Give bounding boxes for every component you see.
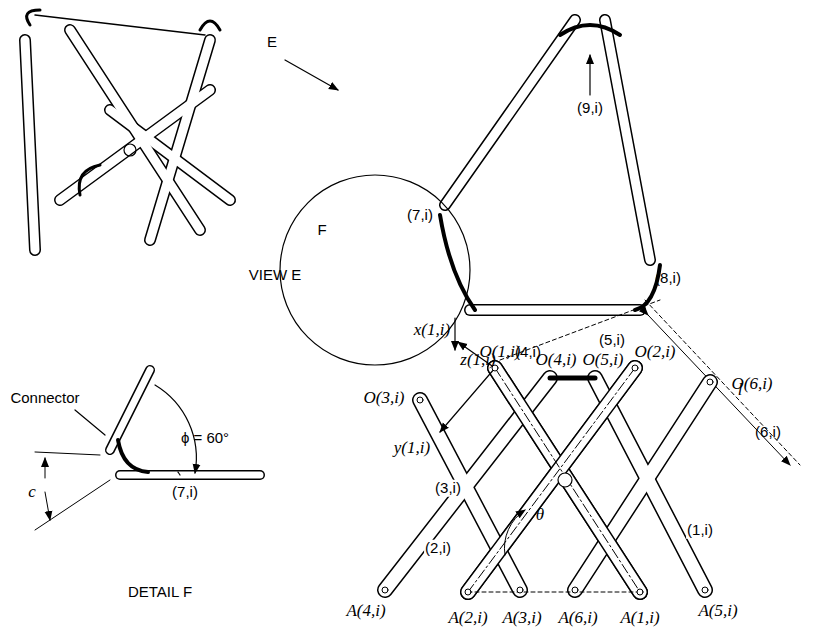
- part-label: O(4,i): [535, 351, 576, 370]
- part-label: F: [317, 222, 326, 239]
- part-label: O(6,i): [731, 375, 772, 394]
- part-label: (1,i): [686, 522, 714, 539]
- part-label: E: [267, 34, 277, 51]
- view-title: DETAIL F: [128, 584, 192, 601]
- part-label: (7,i): [407, 207, 433, 224]
- part-label: A(5,i): [698, 602, 737, 621]
- part-label: (7,i): [172, 484, 198, 501]
- part-label: O(2,i): [634, 343, 675, 362]
- part-label: l: [738, 381, 743, 400]
- part-label: c: [28, 483, 36, 502]
- part-label: (9,i): [577, 100, 603, 117]
- part-label: (2,i): [424, 540, 452, 557]
- part-label: A(4,i): [346, 602, 385, 621]
- part-label: x(1,i): [414, 321, 450, 340]
- part-label: (5,i): [599, 332, 625, 349]
- part-label: A(2,i): [448, 609, 487, 628]
- part-label: A(1,i): [620, 609, 659, 628]
- part-label: ϕ = 60°: [181, 430, 229, 447]
- part-label: (8,i): [655, 270, 681, 287]
- view-title: VIEW E: [249, 267, 302, 284]
- part-label: θ: [536, 506, 544, 525]
- part-label: O(1,i): [479, 343, 520, 362]
- part-label: A(6,i): [558, 609, 597, 628]
- part-label: Connector: [10, 390, 79, 407]
- part-label: y(1,i): [394, 439, 430, 458]
- part-label: (6,i): [755, 424, 781, 441]
- part-label: O(5,i): [582, 351, 623, 370]
- part-label: (3,i): [434, 480, 462, 497]
- part-label: A(3,i): [502, 609, 541, 628]
- part-label: O(3,i): [363, 389, 404, 408]
